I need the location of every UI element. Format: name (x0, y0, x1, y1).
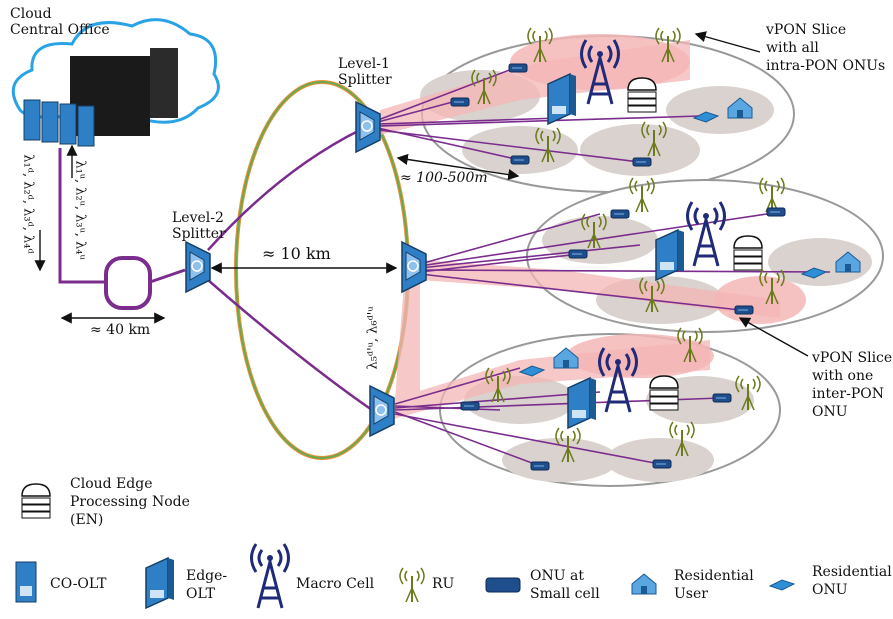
lambda-56-label: λ₅ᵈ'ᵘ, λ₆ᵈ'ᵘ (365, 306, 381, 370)
level1-label-1: Level-1 (338, 56, 390, 72)
legend-resonu-label-2: ONU (812, 582, 848, 598)
level2-label-2: Splitter (172, 226, 226, 242)
edge-node-label-1: Cloud Edge (70, 476, 153, 492)
distance-10km: ≈ 10 km (262, 244, 331, 263)
legend-resonu-label-1: Residential (812, 564, 892, 580)
level-1-splitter-top (355, 101, 381, 153)
level-2-splitter (185, 241, 211, 293)
level2-label-1: Level-2 (172, 210, 224, 226)
vpon-all-label-3: intra-PON ONUs (766, 58, 886, 74)
edge-node-middle (733, 235, 763, 271)
lambda-down-label: λ₁ᵈ, λ₂ᵈ, λ₃ᵈ, λ₄ᵈ (20, 154, 36, 254)
onu-icon (485, 577, 521, 593)
legend-resuser-label-2: User (674, 586, 708, 602)
vpon-one-label-4: ONU (812, 404, 848, 420)
distance-100-500m: ≈ 100-500m (400, 170, 488, 186)
co-olt-icon (15, 561, 37, 603)
residential-onu-icon (769, 579, 795, 591)
level-1-splitter-bottom (369, 385, 395, 437)
edge-node-legend-icon (21, 483, 51, 519)
vpon-one-label-3: inter-PON (812, 386, 884, 402)
cloud-co-label-1: Cloud (10, 6, 52, 22)
distance-40km: ≈ 40 km (90, 322, 151, 338)
legend-ru-label: RU (432, 576, 455, 592)
vpon-all-label-2: with all (766, 40, 819, 56)
macro-cell-icon (250, 542, 290, 610)
legend-onu-label-2: Small cell (530, 586, 600, 602)
cloud-co-label-2: Central Office (10, 22, 110, 38)
edge-node-top (627, 77, 657, 113)
feeder-fiber (58, 148, 186, 310)
legend-onu-label-1: ONU at (530, 568, 584, 584)
residential-user-icon (631, 573, 657, 595)
legend-co-olt-label: CO-OLT (50, 576, 107, 592)
legend-icons (15, 542, 795, 610)
cloud-central-office (11, 18, 220, 147)
edge-olt-icon (145, 557, 175, 609)
level-1-splitter-middle (401, 241, 427, 293)
level1-label-2: Splitter (338, 72, 392, 88)
edge-node-label-2: Processing Node (70, 494, 190, 510)
edge-node-bottom (649, 375, 679, 411)
vpon-one-label-2: with one (812, 368, 874, 384)
lambda-up-label: λ₁ᵘ, λ₂ᵘ, λ₃ᵘ, λ₄ᵘ (72, 160, 88, 260)
distribution-fibers (207, 128, 373, 412)
edge-node-label-3: (EN) (70, 512, 104, 528)
ru-icon (399, 567, 425, 603)
distance-arrows (34, 31, 809, 357)
legend-edge-olt-label-1: Edge- (186, 568, 228, 584)
vpon-all-label-1: vPON Slice (766, 22, 847, 38)
legend-resuser-label-1: Residential (674, 568, 754, 584)
legend-edge-olt-label-2: OLT (186, 586, 215, 602)
vpon-one-label-1: vPON Slice (812, 350, 893, 366)
legend-macro-cell-label: Macro Cell (296, 576, 375, 592)
